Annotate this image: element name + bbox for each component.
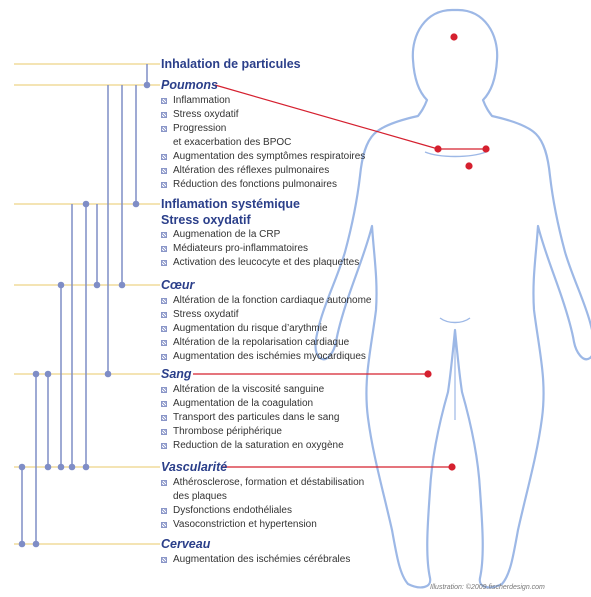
list-item-continuation: et exacerbation des BPOC <box>161 136 291 150</box>
section-title-inhalation: Inhalation de particules <box>161 57 301 71</box>
list-item: Augmenation de la CRP <box>161 228 280 242</box>
list-item: Reduction de la saturation en oxygène <box>161 439 344 453</box>
connector-tree <box>22 64 147 544</box>
section-title-cerveau: Cerveau <box>161 537 210 551</box>
bullet-icon <box>161 415 167 421</box>
connector-nodes <box>19 82 151 548</box>
section-title-sang: Sang <box>161 367 192 381</box>
bullet-icon <box>161 522 167 528</box>
list-item: Augmentation des ischémies cérébrales <box>161 553 350 567</box>
bullet-icon <box>161 557 167 563</box>
bullet-icon <box>161 508 167 514</box>
list-item: Altération de la fonction cardiaque auto… <box>161 294 371 308</box>
list-item: Augmentation des ischémies myocardiques <box>161 350 366 364</box>
bullet-icon <box>161 154 167 160</box>
list-item: Réduction des fonctions pulmonaires <box>161 178 337 192</box>
dot-lung-right <box>483 146 489 152</box>
bullet-icon <box>161 246 167 252</box>
list-item: Thrombose périphérique <box>161 425 282 439</box>
bullet-icon <box>161 298 167 304</box>
dot-head <box>451 34 457 40</box>
list-item: Transport des particules dans le sang <box>161 411 339 425</box>
dot-vascular <box>449 464 455 470</box>
list-item: Médiateurs pro-inflammatoires <box>161 242 308 256</box>
bullet-icon <box>161 401 167 407</box>
list-item: Athérosclerose, formation et déstabilisa… <box>161 476 364 490</box>
list-item: Progression <box>161 122 226 136</box>
bullet-icon <box>161 182 167 188</box>
illustration-credit: Illustration: ©2009.fischerdesign.com <box>430 584 545 591</box>
list-item: Inflammation <box>161 94 230 108</box>
list-item: Altération des réflexes pulmonaires <box>161 164 329 178</box>
list-item: Stress oxydatif <box>161 308 239 322</box>
bullet-icon <box>161 340 167 346</box>
bullet-icon <box>161 443 167 449</box>
dot-blood <box>425 371 431 377</box>
section-subtitle-systemique: Stress oxydatif <box>161 213 251 227</box>
list-item: Augmentation du risque d’arythmie <box>161 322 328 336</box>
body-contour-detail <box>440 318 470 323</box>
section-title-coeur: Cœur <box>161 278 194 292</box>
list-item-continuation: des plaques <box>161 490 227 504</box>
bullet-icon <box>161 354 167 360</box>
bullet-icon <box>161 480 167 486</box>
dot-heart <box>466 163 472 169</box>
bullet-icon <box>161 429 167 435</box>
list-item: Altération de la viscosité sanguine <box>161 383 324 397</box>
list-item: Augmentation de la coagulation <box>161 397 313 411</box>
list-item: Altération de la repolarisation cardiaqu… <box>161 336 349 350</box>
bullet-icon <box>161 168 167 174</box>
bullet-icon <box>161 126 167 132</box>
body-contour-detail <box>425 152 486 157</box>
list-item: Vasoconstriction et hypertension <box>161 518 317 532</box>
section-title-poumons: Poumons <box>161 78 218 92</box>
dot-lung-left <box>435 146 441 152</box>
bullet-icon <box>161 387 167 393</box>
list-item: Dysfonctions endothéliales <box>161 504 292 518</box>
bullet-icon <box>161 312 167 318</box>
section-title-vascularite: Vascularité <box>161 460 227 474</box>
bullet-icon <box>161 98 167 104</box>
bullet-icon <box>161 260 167 266</box>
section-title-systemique: Inflamation systémique <box>161 197 300 211</box>
list-item: Activation des leucocyte et des plaquett… <box>161 256 359 270</box>
list-item: Stress oxydatif <box>161 108 239 122</box>
list-item: Augmentation des symptômes respiratoires <box>161 150 365 164</box>
bullet-icon <box>161 112 167 118</box>
bullet-icon <box>161 232 167 238</box>
bullet-icon <box>161 326 167 332</box>
